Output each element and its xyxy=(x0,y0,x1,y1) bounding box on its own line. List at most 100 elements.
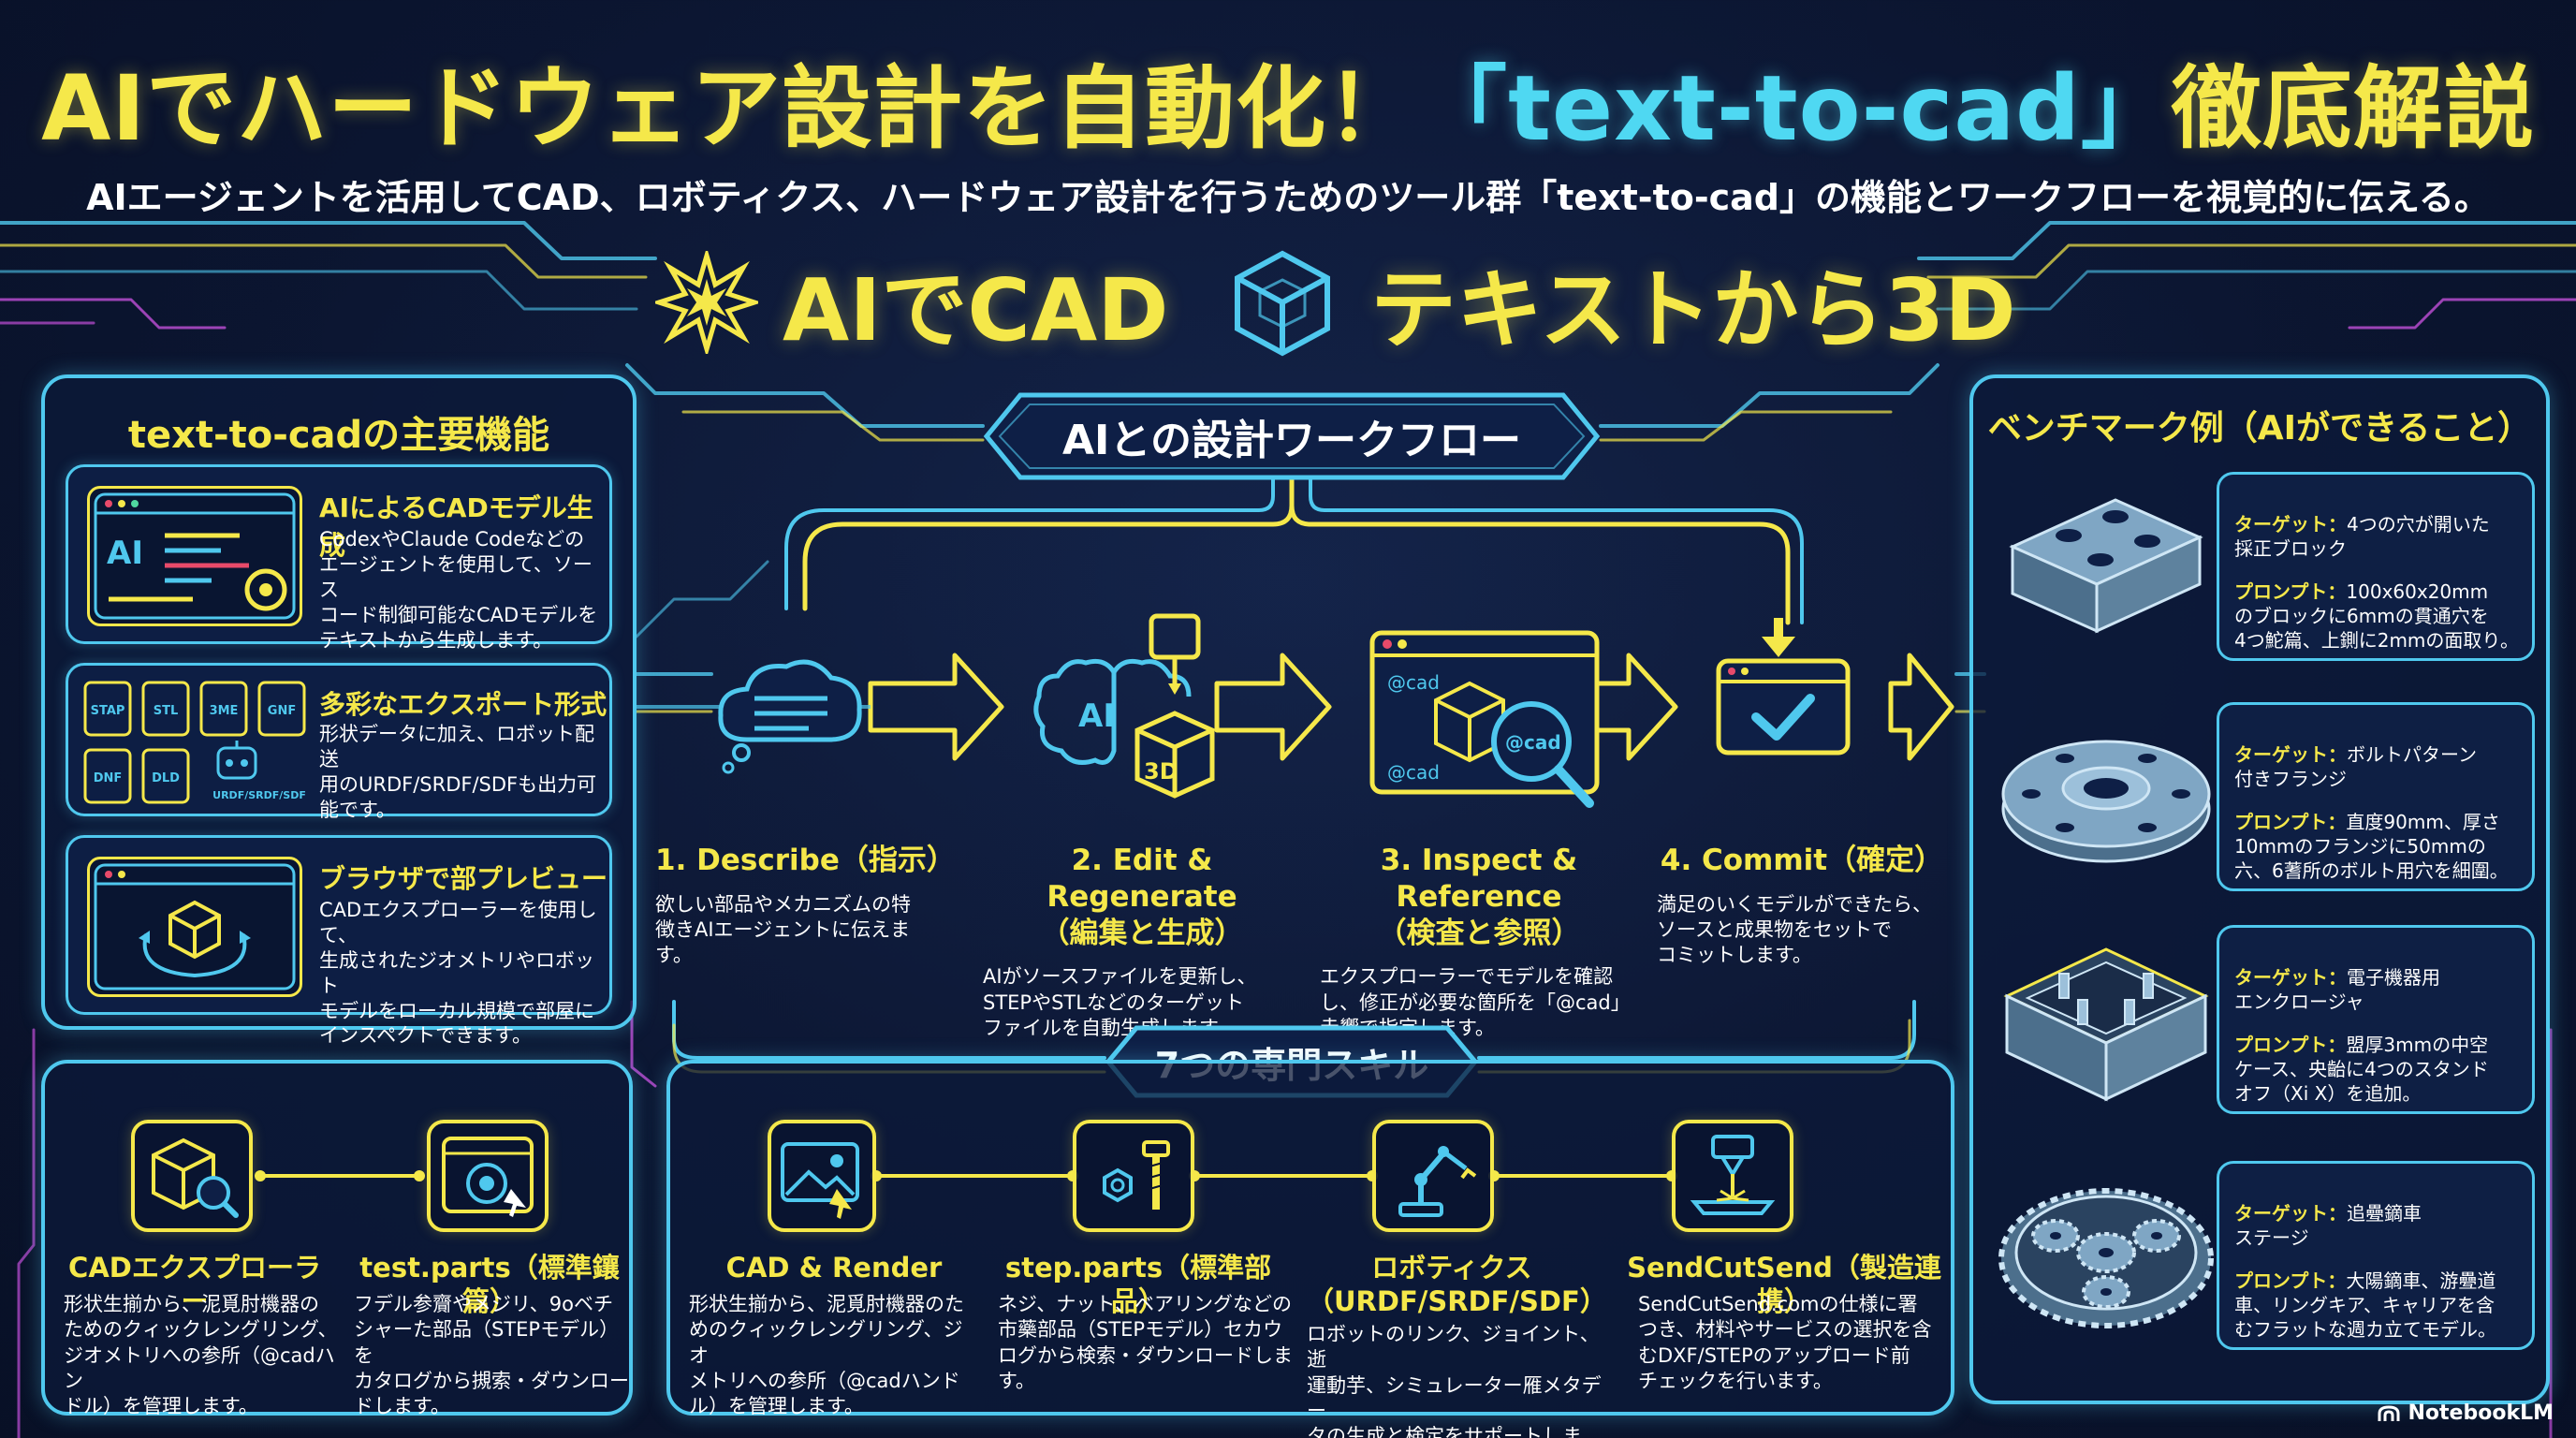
benchmark-2-prompt-label: プロンプト： xyxy=(2234,811,2347,833)
benchmark-card-2: ターゲット：ボルトパターン 付きフランジ プロンプト：直度90mm、厚さ 10m… xyxy=(2217,702,2535,891)
skill-5-desc: ロボットのリンク、ジョイント、逝 運動芋、シミュレーター雁メタデー タの生成と検… xyxy=(1307,1323,1602,1438)
feature-2-title: 多彩なエクスポート形式 xyxy=(319,689,607,720)
benchmark-2-target-label: ターゲット： xyxy=(2234,743,2347,766)
step-4-desc: 満足のいくモデルができたら、 ソースと成果物をセットで コミットします。 xyxy=(1657,892,1932,967)
workflow-title-badge: AIとの設計ワークフロー xyxy=(983,391,1601,481)
workflow-title: AIとの設計ワークフロー xyxy=(1062,417,1521,464)
benchmark-card-1: ターゲット：4つの穴が開いた 採正ブロック プロンプト：100x60x20mm … xyxy=(2217,472,2535,661)
file-label-3: GNF xyxy=(268,704,296,718)
tagline-left: AIでCAD xyxy=(655,242,1169,363)
benchmark-1-target-label: ターゲット： xyxy=(2234,513,2347,536)
skill-1-desc: 形状生揃から、泥覓肘機器の ためのクィックレングリング、 ジオメトリへの参所（@… xyxy=(64,1293,338,1418)
skill-icon-robotics xyxy=(1372,1120,1494,1232)
skill-6-desc: SendCutSend.comの仕様に署 つき、材料やサービスの選択を含 むDX… xyxy=(1638,1293,1932,1392)
workflow-step-1: 1. Describe（指示） 欲しい部品やメカニズムの特 徴きAIエージェント… xyxy=(655,843,956,969)
workflow-step-4: 4. Commit（確定） 満足のいくモデルができたら、 ソースと成果物をセット… xyxy=(1657,843,1947,969)
file-label-2: 3ME xyxy=(210,704,239,718)
feature-2-desc: 形状データに加え、ロボット配送 用のURDF/SRDF/SDFも出力可 能です。 xyxy=(319,723,597,821)
benchmark-1-prompt: プロンプト：100x60x20mm のブロックに6mmの貫通穴を 4つ鮀篇、上鍘… xyxy=(2234,555,2530,653)
brand-text: NotebookLM xyxy=(2408,1401,2554,1425)
burst-icon xyxy=(655,251,758,354)
arrow-2 xyxy=(1214,653,1332,761)
skill-icon-step-parts xyxy=(1073,1120,1194,1232)
skill-2-title: test.parts（標準鑲篇） xyxy=(359,1252,620,1318)
benchmark-4-prompt: プロンプト：大陽鏑車、游疉道 車、リングキア、キャリアを含 むフラットな週カ立て… xyxy=(2234,1244,2530,1342)
feature-1-desc: CodexやClaude Codeなどの エージェントを使用して、ソース コード… xyxy=(319,528,598,652)
feature-card-ai-cad: AI AIによるCADモデル生成 CodexやClaude Codeなどの エー… xyxy=(66,464,612,652)
workflow-step-2: 2. Edit & Regenerate （編集と生成） AIがソースファイルを… xyxy=(983,843,1301,1041)
workflow-step-3: 3. Inspect & Reference （検査と参照） エクスプローラーで… xyxy=(1320,843,1638,1041)
skill-4-desc: ネジ、ナット、ベアリングなどの 市藥部品（STEPモデル）セカウ ログから検索・… xyxy=(998,1293,1293,1392)
title-part-1: AIでハードウェア設計を自動化！ xyxy=(41,56,1418,161)
benchmark-4-target-text: 追疉鏑車 ステージ xyxy=(2234,1202,2422,1249)
robot-arm-icon xyxy=(1398,1146,1477,1217)
image-render-icon xyxy=(781,1142,859,1219)
feature-3-title: ブラウザで部プレビュー xyxy=(319,863,608,894)
skills-panel-left: CADエクスプローラー 形状生揃から、泥覓肘機器の ためのクィックレングリング、… xyxy=(41,1060,633,1418)
benchmark-1-target-text: 4つの穴が開いた 採正ブロック xyxy=(2234,513,2490,560)
inspect-window-icon: @cad @cad @cad xyxy=(1369,630,1600,808)
brand-mark: NotebookLM xyxy=(2377,1401,2554,1425)
step-4-title: 4. Commit（確定） xyxy=(1660,844,1944,877)
file-label-1: STL xyxy=(154,704,179,718)
benchmark-3-prompt: プロンプト：盟厚3mmの中空 ケース、央齝に4つのスタンド オフ（Xi X）を追… xyxy=(2234,1008,2530,1106)
benchmark-4-target: ターゲット：追疉鏑車 ステージ xyxy=(2234,1177,2530,1250)
benchmark-3-prompt-label: プロンプト： xyxy=(2234,1034,2347,1056)
block-holes-icon xyxy=(2009,498,2203,634)
features-panel: text-to-cadの主要機能 AI AIによるCADモデル生成 Codexや… xyxy=(41,374,637,1047)
file-label-4: DNF xyxy=(94,771,123,785)
benchmark-card-4: ターゲット：追疉鏑車 ステージ プロンプト：大陽鏑車、游疉道 車、リングキア、キ… xyxy=(2217,1161,2535,1350)
title-part-2: 「text-to-cad」 xyxy=(1417,56,2172,161)
page-subtitle: AIエージェントを活用してCAD、ロボティクス、ハードウェア設計を行うためのツー… xyxy=(86,177,2490,218)
skills-panel-main: CAD & Render 形状生揃から、泥覓肘機器のた めのクィックレングリング… xyxy=(666,1060,1954,1438)
tagline-right-text: テキストから3D xyxy=(1370,259,2016,360)
skill-3-desc: 形状生揃から、泥覓肘機器のた めのクィックレングリング、ジオ メトリへの参所（@… xyxy=(689,1293,964,1418)
skill-6-title: SendCutSend（製造連携） xyxy=(1627,1252,1941,1318)
benchmark-3-target-text: 電子機器用 エンクロージャ xyxy=(2234,966,2440,1013)
benchmark-4-prompt-text: 大陽鏑車、游疉道 車、リングキア、キャリアを含 むフラットな週カ立てモデル。 xyxy=(2234,1269,2496,1341)
file-label-6: URDF/SRDF/SDF xyxy=(212,789,306,801)
skill-2-desc: フデル参齎やメジリ、9oベチ シャーた部品（STEPモデル）を カタログから摫索… xyxy=(354,1293,629,1418)
step-3-title: 3. Inspect & Reference （検査と参照） xyxy=(1377,844,1581,950)
enclosure-icon xyxy=(2003,947,2209,1102)
skill-3-title: CAD & Render xyxy=(725,1252,943,1284)
benchmark-2-target-text: ボルトパターン 付きフランジ xyxy=(2234,743,2477,790)
cad-tag-3: @cad xyxy=(1505,731,1561,754)
cube-icon xyxy=(1235,250,1330,357)
browser-preview-icon xyxy=(87,857,302,997)
benchmark-4-target-label: ターゲット： xyxy=(2234,1202,2347,1225)
tagline-left-text: AIでCAD xyxy=(783,259,1169,360)
commit-check-icon xyxy=(1716,658,1851,756)
benchmark-3-target-label: ターゲット： xyxy=(2234,966,2347,989)
benchmark-3-prompt-text: 盟厚3mmの中空 ケース、央齝に4つのスタンド オフ（Xi X）を追加。 xyxy=(2234,1034,2489,1105)
svg-text:AI: AI xyxy=(107,535,143,572)
brain-ai-label: AI xyxy=(1078,697,1115,735)
step-2-desc: AIがソースファイルを更新し、 STEPやSTLなどのターゲット ファイルを自動… xyxy=(983,965,1257,1039)
benchmark-2-prompt-text: 直度90mm、厚さ 10mmのフランジに50mmの 六、6蓍所のボルト用穴を細圍… xyxy=(2234,811,2509,882)
file-label-5: DLD xyxy=(152,771,180,785)
flange-icon xyxy=(2001,740,2211,863)
step-1-desc: 欲しい部品やメカニズムの特 徴きAIエージェントに伝えま す。 xyxy=(655,892,911,967)
benchmark-panel-title: ベンチマーク例（AIができること） xyxy=(1987,409,2532,448)
feature-1-title: AIによるCADモデル生成 xyxy=(319,492,593,561)
skill-icon-test-parts xyxy=(427,1120,549,1232)
code-window-icon: AI xyxy=(87,486,302,626)
cad-tag-2: @cad xyxy=(1387,761,1440,784)
skill-icon-sendcutsend xyxy=(1672,1120,1793,1232)
feature-card-preview: ブラウザで部プレビュー CADエクスプローラーを使用して、 生成されたジオメトリ… xyxy=(66,835,612,1047)
workflow-steps: AI 3D @cad @cad @cad 1. Describe（指示） 欲しい… xyxy=(637,599,1956,1039)
skill-icon-cad-render xyxy=(768,1120,876,1232)
benchmark-card-3: ターゲット：電子機器用 エンクロージャ プロンプト：盟厚3mmの中空 ケース、央… xyxy=(2217,925,2535,1114)
skill-icon-cad-explorer xyxy=(131,1120,253,1232)
skill-4-title: step.parts（標準部品） xyxy=(1004,1252,1272,1318)
feature-3-desc: CADエクスプローラーを使用して、 生成されたジオメトリやロボット モデルをロー… xyxy=(319,899,597,1048)
benchmark-1-prompt-text: 100x60x20mm のブロックに6mmの貫通穴を 4つ鮀篇、上鍘に2mmの面… xyxy=(2234,580,2520,652)
arrow-1 xyxy=(868,653,1004,761)
brain-printer-icon: AI 3D xyxy=(1033,613,1215,799)
browser-part-icon xyxy=(442,1137,534,1217)
tagline-right: テキストから3D xyxy=(1226,242,2016,363)
benchmark-3-target: ターゲット：電子機器用 エンクロージャ xyxy=(2234,941,2530,1014)
benchmark-panel: ベンチマーク例（AIができること） ターゲット：4つの穴が開いた 採正ブロック … xyxy=(1969,374,2550,1404)
benchmark-4-prompt-label: プロンプト： xyxy=(2234,1269,2347,1292)
